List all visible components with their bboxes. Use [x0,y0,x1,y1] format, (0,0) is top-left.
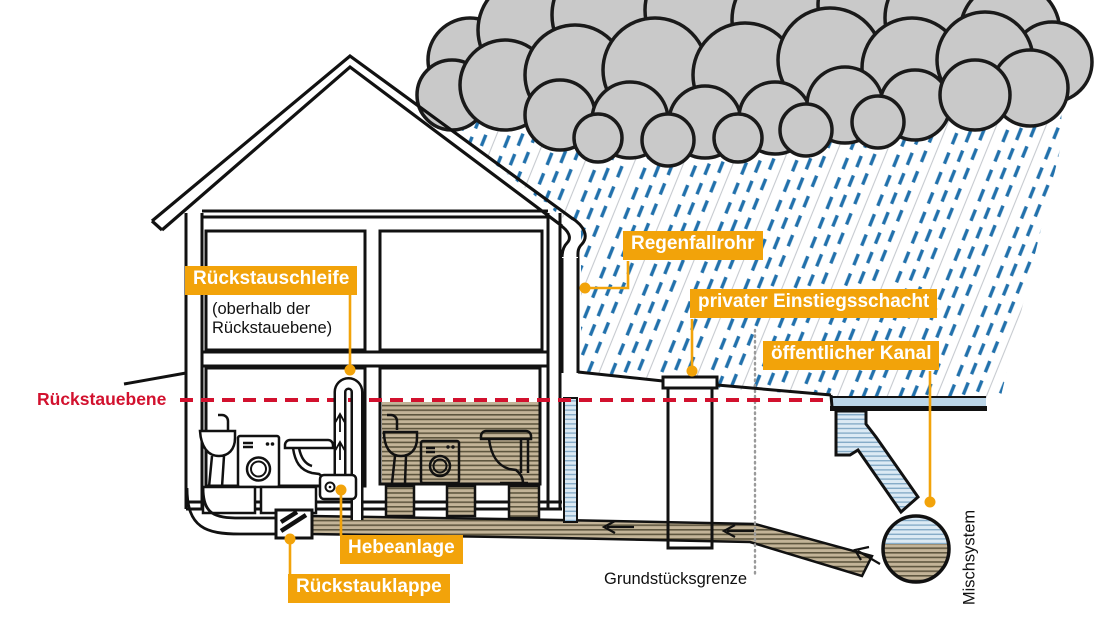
callout-einstiegsschacht: privater Einstiegsschacht [690,289,938,318]
basement-fixtures-flooded [382,413,533,485]
label-rueckstauebene: Rückstauebene [37,389,167,409]
callout-hebeanlage: Hebeanlage [340,535,463,564]
toilet-icon [479,429,533,485]
callout-note-line1: (oberhalb der [212,300,311,318]
backflow-flap-valve [274,508,314,540]
flow-up-arrows [334,412,346,460]
backflow-loop-pipe [318,377,364,520]
rain-downpipe [560,257,580,373]
washing-machine-icon [236,434,281,489]
private-manhole-shaft [666,386,714,550]
label-connectors [284,261,936,574]
basement-fixtures-protected [198,413,335,489]
callout-rueckstauklappe: Rückstauklappe [288,574,450,603]
ground [123,370,834,408]
callout-regenfallrohr: Regenfallrohr [623,231,763,260]
public-sewer-shaft [834,409,920,515]
washing-machine-icon [419,439,461,485]
label-grundstuecksgrenze: Grundstücksgrenze [604,570,748,588]
lifting-pump [318,473,358,501]
gutter [559,216,587,261]
rain-pipe-underground [563,397,578,523]
storm-cloud-icon [415,0,1094,168]
manhole-cover [661,375,719,390]
sink-icon [198,413,237,488]
sink-icon [382,413,419,484]
label-mischsystem: Mischsystem [960,509,979,606]
mixed-sewer-ball [881,514,951,584]
street [830,396,987,411]
callout-oeffentlicher-kanal: öffentlicher Kanal [763,341,940,370]
backflow-arrows [601,520,881,565]
callout-rueckstauschleife: Rückstauschleife [185,266,358,295]
callout-note-line2: Rückstauebene) [212,319,333,337]
roof [150,53,574,232]
